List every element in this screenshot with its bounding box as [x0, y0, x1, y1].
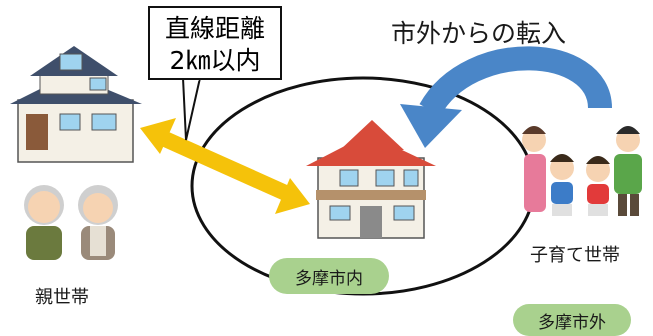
child-household-label: 子育て世帯 [530, 245, 620, 266]
outside-city-badge: 多摩市外 [513, 304, 631, 336]
transfer-label: 市外からの転入 [391, 19, 567, 48]
parent-house-icon [10, 46, 142, 163]
distance-double-arrow-icon [140, 118, 310, 214]
distance-line2: 2㎞以内 [169, 46, 261, 75]
inside-city-badge: 多摩市内 [269, 258, 389, 294]
callout-pointer [181, 77, 202, 141]
parent-household-label: 親世帯 [35, 287, 89, 308]
center-house-icon [306, 120, 436, 239]
family-icon [522, 126, 642, 216]
transfer-arrow-icon [400, 46, 612, 148]
grandparents-icon [24, 185, 118, 260]
distance-line1: 直線距離 [164, 14, 265, 43]
distance-callout-box: 直線距離 2㎞以内 [148, 6, 282, 80]
